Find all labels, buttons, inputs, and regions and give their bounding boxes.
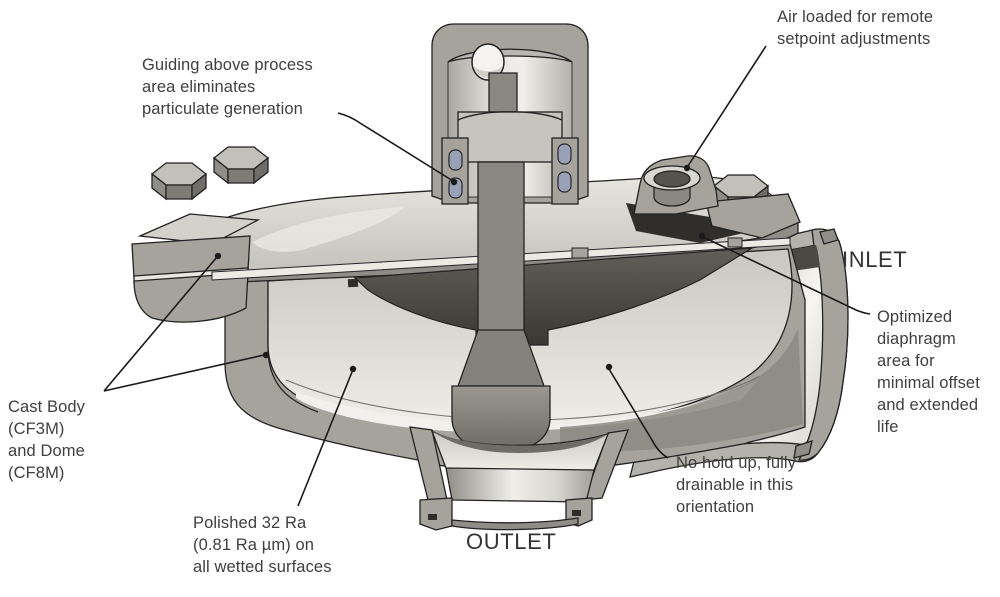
right-flange-mount	[705, 193, 801, 239]
diaphragm-tab-2	[727, 237, 743, 248]
leader-noholdup	[608, 368, 669, 459]
stem-assembly	[451, 161, 551, 450]
body-under-bowl-shadow	[560, 328, 803, 452]
air-port-bore	[653, 170, 691, 188]
o-ring-seals	[448, 143, 572, 199]
leader-optimized	[702, 236, 871, 315]
o-ring-icon	[557, 143, 572, 165]
leader-dot-optimized	[698, 232, 706, 240]
stem	[477, 161, 525, 335]
leader-dot-guiding	[450, 178, 458, 186]
leader-castbody-2	[103, 354, 265, 392]
label-guiding: Guiding above process area eliminates pa…	[142, 56, 313, 118]
leader-lines	[103, 45, 871, 507]
hex-bolt-left-1	[150, 162, 208, 201]
label-cast-body: Cast Body (CF3M) and Dome (CF8M)	[8, 398, 86, 482]
outlet-ferrule-band	[445, 467, 595, 503]
label-inlet: INLET	[842, 247, 908, 272]
leader-dot-castbody-1	[214, 252, 222, 260]
leader-castbody-1	[103, 256, 218, 392]
diaphragm-clamp-1	[347, 278, 359, 288]
leader-guiding	[337, 112, 454, 182]
o-ring-icon	[448, 149, 463, 171]
piston	[457, 111, 563, 163]
label-outlet: OUTLET	[466, 529, 557, 554]
label-optimized-diaphragm: Optimized diaphragm area for minimal off…	[877, 308, 980, 436]
inlet-pipe-end-rim	[797, 228, 849, 461]
bowl-floor-contour	[285, 375, 761, 421]
bonnet	[431, 23, 589, 205]
outlet-bottom-rim	[451, 517, 579, 531]
inlet-ferrule-notch-bottom	[793, 440, 813, 459]
leader-dot-air	[683, 164, 691, 172]
leader-polished	[297, 371, 353, 507]
left-flange-lower-front	[133, 272, 249, 323]
outlet-clamp-notch-right	[572, 510, 581, 516]
dome-highlight-swoosh	[252, 207, 404, 252]
air-port	[633, 155, 719, 215]
plug	[451, 385, 551, 450]
outlet-cone-shadow	[432, 431, 608, 453]
outlet-clamp-notch-left	[428, 514, 437, 520]
piston-top-arc	[457, 111, 563, 121]
spring-button	[488, 72, 518, 113]
diaphragm-tab-1	[571, 247, 589, 259]
label-air-loaded: Air loaded for remote setpoint adjustmen…	[777, 8, 934, 48]
leader-air	[687, 45, 767, 167]
label-no-holdup: No hold up, fully drainable in this orie…	[676, 454, 797, 516]
o-ring-icon	[557, 171, 572, 193]
inlet-ferrule-notch-top	[819, 228, 839, 245]
hex-bolt-left-2	[212, 146, 270, 185]
leader-dot-noholdup	[605, 363, 613, 371]
label-polished: Polished 32 Ra (0.81 Ra µm) on all wette…	[193, 514, 332, 576]
outlet-assembly	[409, 426, 630, 531]
leader-dot-polished	[349, 365, 357, 373]
leader-dot-castbody-2	[262, 351, 270, 359]
upper-body-funnel	[353, 247, 753, 346]
left-flange	[131, 213, 261, 323]
